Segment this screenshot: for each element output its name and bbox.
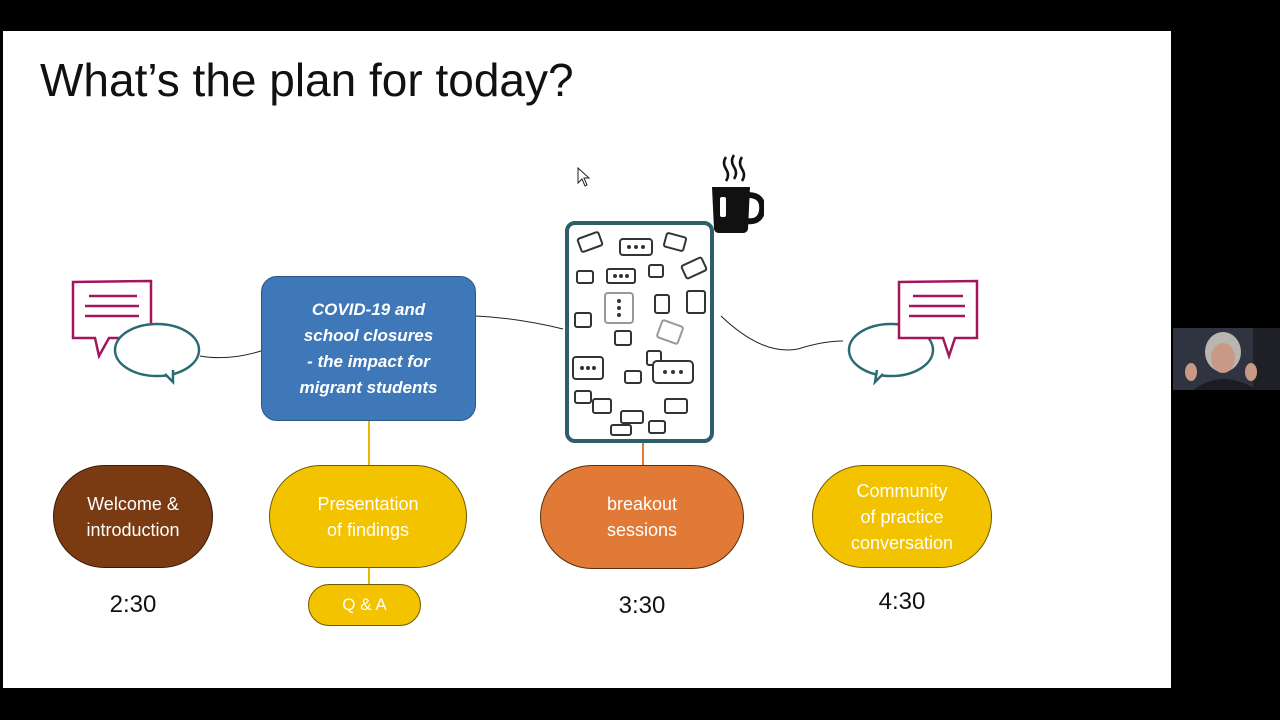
mouse-cursor-icon bbox=[577, 167, 591, 187]
chat-bubbles-icon bbox=[847, 279, 979, 386]
webcam-video-thumbnail[interactable] bbox=[1173, 328, 1280, 390]
presenter-silhouette bbox=[1173, 328, 1280, 390]
connector-lines bbox=[199, 315, 844, 584]
hot-coffee-mug-icon bbox=[712, 154, 764, 233]
chat-pattern-tablet-icon bbox=[565, 221, 714, 443]
time-label-3-30: 3:30 bbox=[618, 592, 666, 619]
slide-title: What’s the plan for today? bbox=[40, 54, 574, 106]
chat-bubbles-icon bbox=[71, 279, 201, 386]
slide: What’s the plan for today? COVID-19 and … bbox=[3, 31, 1171, 688]
time-label-2-30: 2:30 bbox=[109, 591, 157, 618]
qa-pill: Q & A bbox=[308, 584, 421, 626]
welcome-pill: Welcome & introduction bbox=[53, 465, 213, 568]
presentation-pill: Presentation of findings bbox=[269, 465, 467, 568]
community-pill: Community of practice conversation bbox=[812, 465, 992, 568]
time-label-4-30: 4:30 bbox=[878, 588, 926, 615]
covid-topic-box: COVID-19 and school closures - the impac… bbox=[261, 276, 476, 421]
breakout-pill: breakout sessions bbox=[540, 465, 744, 569]
